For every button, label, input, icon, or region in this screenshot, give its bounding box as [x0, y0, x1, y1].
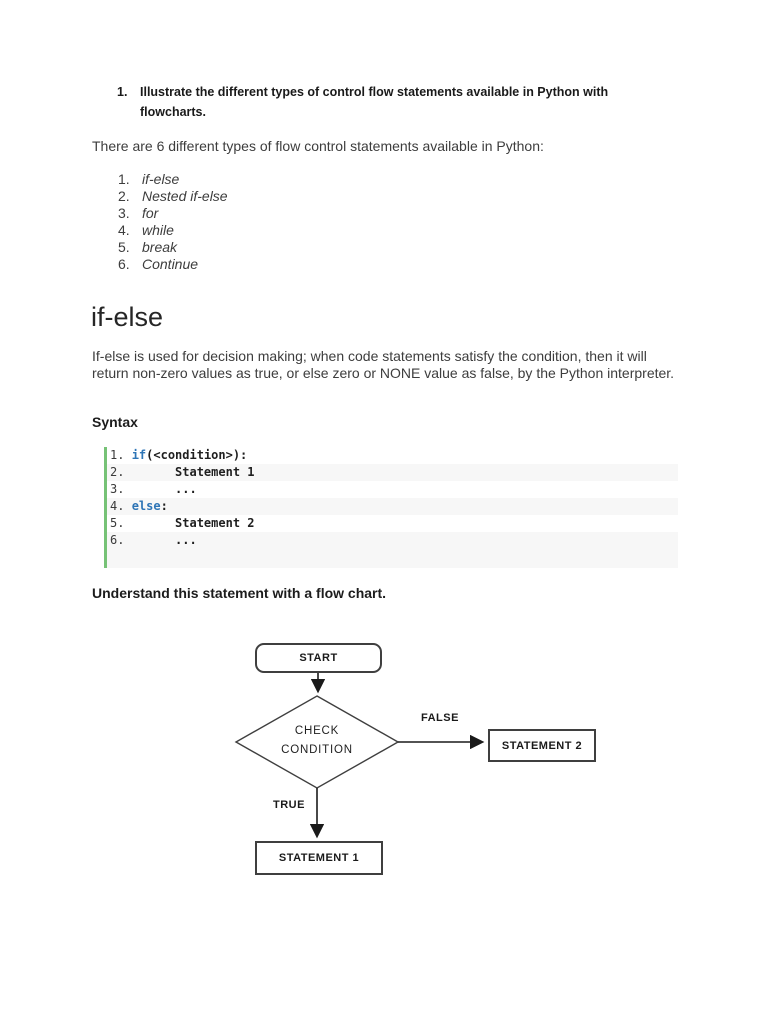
code-line: 2. Statement 1	[107, 464, 678, 481]
list-item-number: 5.	[118, 239, 130, 255]
list-item: 6. Continue	[118, 256, 228, 273]
list-item: 2. Nested if-else	[118, 188, 228, 205]
list-item: 1. if-else	[118, 171, 228, 188]
list-item-number: 3.	[118, 205, 130, 221]
list-item-number: 1.	[118, 171, 130, 187]
code-line: 3. ...	[110, 482, 197, 496]
code-line: 4. else:	[107, 498, 678, 515]
condition-label-line2: CONDITION	[281, 743, 353, 756]
start-node: START	[255, 643, 382, 673]
code-line: 6. ...	[107, 532, 678, 549]
statement2-node: STATEMENT 2	[488, 729, 596, 762]
statement1-node-label: STATEMENT 1	[278, 852, 360, 864]
list-item: 5. break	[118, 239, 228, 256]
list-item-number: 6.	[118, 256, 130, 272]
page-title: if-else	[91, 302, 164, 332]
list-item-label: if-else	[142, 171, 180, 187]
statement2-node-label: STATEMENT 2	[501, 739, 583, 752]
flowchart-heading: Understand this statement with a flow ch…	[92, 585, 387, 601]
question-heading: 1. Illustrate the different types of con…	[117, 82, 617, 122]
true-branch-label: TRUE	[273, 799, 305, 811]
list-item-label: Continue	[142, 256, 199, 272]
list-item-number: 4.	[118, 222, 130, 238]
description-paragraph: If-else is used for decision making; whe…	[92, 348, 675, 382]
start-node-label: START	[299, 652, 338, 664]
statement1-node: STATEMENT 1	[255, 841, 383, 875]
false-branch-label: FALSE	[421, 712, 459, 724]
list-item-label: Nested if-else	[142, 188, 228, 204]
intro-paragraph: There are 6 different types of flow cont…	[92, 138, 544, 154]
code-line: 5. Statement 2	[110, 516, 255, 530]
condition-node-label: CHECK CONDITION	[247, 722, 387, 759]
flowchart: START CHECK CONDITION FALSE TRUE STATEME…	[230, 636, 610, 886]
question-number: 1.	[117, 85, 128, 99]
flowchart-shapes	[234, 673, 485, 839]
syntax-label: Syntax	[92, 414, 138, 430]
list-item: 3. for	[118, 205, 228, 222]
condition-label-line1: CHECK	[294, 725, 340, 737]
question-text: Illustrate the different types of contro…	[140, 85, 609, 119]
list-item-label: while	[142, 222, 174, 238]
list-item-label: break	[142, 239, 178, 255]
code-line: 1. if(<condition>):	[110, 448, 248, 462]
list-item: 4. while	[118, 222, 228, 239]
list-item-label: for	[142, 205, 159, 221]
list-item-number: 2.	[118, 188, 130, 204]
control-flow-types-list: 1. if-else 2. Nested if-else 3. for 4. w…	[118, 171, 228, 273]
code-block-footer	[107, 549, 678, 568]
